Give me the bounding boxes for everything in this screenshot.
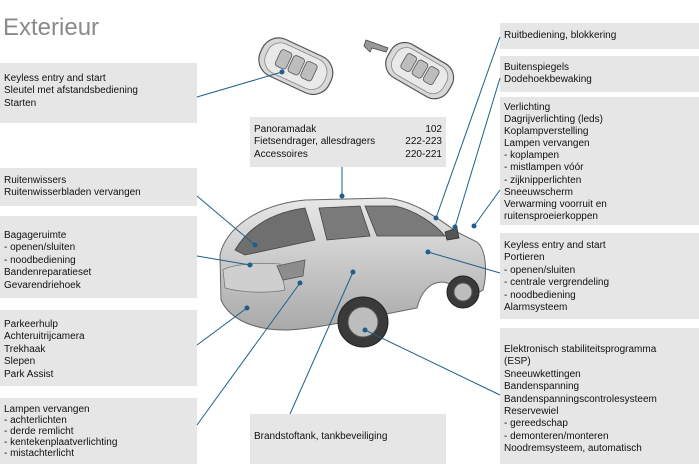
text-line: Sleutel met afstandsbediening [4, 85, 138, 97]
page-title: Exterieur [3, 14, 100, 41]
text-line: Verlichting [504, 102, 551, 113]
flip-key-icon [363, 39, 455, 100]
text-line: Starten [4, 97, 37, 109]
ref-label: Accessoires [254, 148, 308, 160]
text-line: Sneeuwkettingen [504, 368, 581, 380]
text-line: Park Assist [4, 368, 54, 380]
text-line: - derde remlicht [4, 426, 74, 437]
text-line: - openen/sluiten [4, 242, 76, 254]
text-line: - openen/sluiten [504, 264, 576, 276]
ref-page: 222-223 [405, 136, 442, 148]
text-line: Reservewiel [504, 406, 559, 418]
text-line: Alarmsysteem [504, 302, 568, 314]
text-line: ruitensproeierkoppen [504, 210, 598, 222]
text-line: Noodremsysteem, automatisch [504, 443, 642, 455]
text-line: - mistachterlicht [4, 448, 75, 459]
text-line: - koplampen [504, 150, 560, 162]
box-lampen-achter: Lampen vervangen - achterlichten - derde… [0, 398, 197, 464]
car-illustration [219, 197, 486, 348]
text-line: Elektronisch stabiliteitsprogramma [504, 344, 657, 355]
text-line: - noodbediening [4, 254, 76, 266]
text-line: - noodbediening [504, 289, 576, 301]
text-line: Lampen vervangen [4, 404, 90, 415]
ref-page: 220-221 [405, 148, 442, 160]
text-line: Bandenreparatieset [4, 267, 92, 279]
box-panoramadak: Panoramadak 102 Fietsendrager, allesdrag… [250, 117, 446, 167]
box-bagageruimte: Bagageruimte - openen/sluiten - noodbedi… [0, 216, 197, 298]
box-esp: Elektronisch stabiliteitsprogramma (ESP)… [500, 328, 699, 464]
text-line: Bandenspanning [504, 381, 580, 393]
text-line: - demonteren/monteren [504, 430, 609, 442]
text-line: Buitenspiegels [504, 62, 570, 73]
text-line: Achteruitrijcamera [4, 331, 85, 343]
box-parkeerhulp: Parkeerhulp Achteruitrijcamera Trekhaak … [0, 310, 197, 386]
text-line: - gereedschap [504, 418, 568, 430]
text-line: Brandstoftank, tankbeveiliging [254, 431, 388, 442]
text-line: - centrale vergrendeling [504, 277, 610, 289]
text-line: Trekhaak [4, 343, 46, 355]
text-line: Koplampverstelling [504, 126, 589, 138]
text-line: Keyless entry and start [504, 240, 606, 251]
text-line: Dagrijverlichting (leds) [504, 114, 603, 126]
ref-label: Panoramadak [254, 124, 317, 135]
box-ruitenwissers: Ruitenwissers Ruitenwisserbladen vervang… [0, 168, 197, 206]
box-brandstoftank: Brandstoftank, tankbeveiliging [250, 414, 446, 464]
text-line: - achterlichten [4, 415, 67, 426]
text-line: Ruitenwisserbladen vervangen [4, 187, 141, 199]
box-buitenspiegels: Buitenspiegels Dodehoekbewaking [500, 56, 699, 92]
text-line: Bagageruimte [4, 230, 67, 241]
text-line: - zijknipperlichten [504, 174, 582, 186]
text-line: - kentekenplaatverlichting [4, 437, 118, 448]
ref-page: 102 [425, 124, 442, 135]
box-portieren: Keyless entry and start Portieren - open… [500, 233, 699, 319]
text-line: Dodehoekbewaking [504, 74, 592, 86]
box-keyless: Keyless entry and start Sleutel met afst… [0, 63, 197, 123]
remote-key-icon [258, 37, 334, 96]
ref-label: Fietsendrager, allesdragers [254, 136, 376, 148]
text-line: Keyless entry and start [4, 73, 106, 84]
text-line: Ruitbediening, blokkering [504, 30, 617, 41]
box-verlichting: Verlichting Dagrijverlichting (leds) Kop… [500, 97, 699, 225]
text-line: - mistlampen vóór [504, 162, 584, 174]
text-line: Verwarming voorruit en [504, 198, 607, 210]
text-line: Bandenspanningscontrolesysteem [504, 393, 657, 405]
page-ref-row: Accessoires 220-221 [254, 149, 442, 161]
text-line: (ESP) [504, 356, 531, 368]
text-line: Sneeuwscherm [504, 186, 573, 198]
box-ruitbediening: Ruitbediening, blokkering [500, 23, 699, 49]
text-line: Parkeerhulp [4, 319, 58, 330]
text-line: Portieren [504, 252, 545, 264]
text-line: Gevarendriehoek [4, 279, 81, 291]
page-ref-row: Panoramadak 102 [254, 124, 442, 136]
page-ref-row: Fietsendrager, allesdragers 222-223 [254, 136, 442, 148]
text-line: Lampen vervangen [504, 138, 590, 150]
text-line: Ruitenwissers [4, 175, 67, 186]
text-line: Slepen [4, 356, 36, 368]
